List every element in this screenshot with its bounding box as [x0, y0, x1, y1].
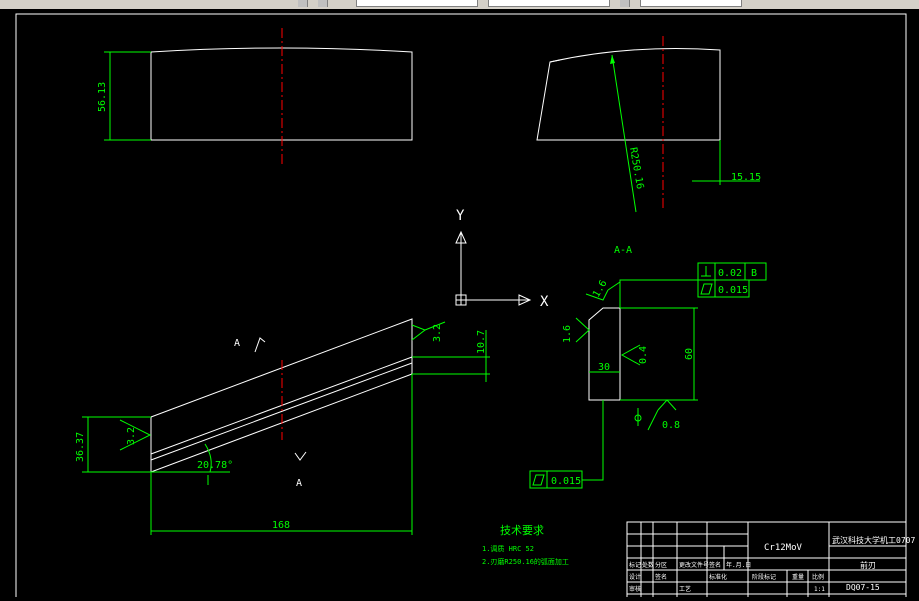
title-block[interactable]: Cr12MoV 武汉科技大学机工0707 前刃 DQ07-15 1:1 标记 处… [626, 521, 915, 601]
section-rough-top: 1.6 [591, 278, 610, 299]
tb-role-cell: 签名 [655, 573, 667, 581]
drawing-svg: 56.13 R250.16 15.15 Y X 36.37 [15, 13, 915, 601]
ucs-icon: Y X [455, 208, 549, 310]
tb-bottom-cell: 审核 [629, 585, 641, 593]
layer-dropdown[interactable] [356, 0, 478, 7]
perp-value: 0.02 [718, 268, 742, 279]
radius-arrow [610, 55, 615, 64]
tb-header-cell: 分区 [655, 561, 667, 569]
main-view[interactable]: 36.37 3.2 168 20.78° 10.7 3.2 A A [75, 318, 490, 535]
side-edge [549, 59, 561, 63]
thickness-dim: 36.37 [75, 432, 86, 462]
length-dim: 168 [272, 520, 290, 531]
offset-dim: 15.15 [731, 172, 761, 183]
drawing-canvas[interactable]: 56.13 R250.16 15.15 Y X 36.37 [0, 9, 919, 601]
angle-dim: 20.78° [197, 460, 233, 471]
tb-stage-cell: 阶段标记 [752, 573, 776, 581]
drawing-number: DQ07-15 [846, 583, 880, 592]
radius-leader [611, 54, 637, 213]
main-view-outline [150, 318, 413, 473]
school: 武汉科技大学机工0707 [832, 535, 915, 545]
tb-header-cell: 更改文件号 [679, 561, 709, 569]
front-view-outline [150, 47, 413, 141]
scale: 1:1 [814, 586, 825, 593]
tb-header-cell: 处数 [642, 561, 654, 569]
section-width-dim: 30 [598, 362, 610, 373]
section-hatch [588, 307, 621, 401]
section-view[interactable]: A-A 60 30 1.6 1.6 0.4 0.8 [562, 245, 698, 481]
flat-top-value: 0.015 [718, 285, 748, 296]
flatness-icon [532, 474, 545, 486]
toolbar-button[interactable] [620, 0, 630, 7]
toolbar-button[interactable] [298, 0, 308, 7]
flatness-icon [700, 283, 713, 295]
section-height-dim: 60 [684, 348, 695, 360]
section-mark-bottom: A [296, 478, 302, 489]
section-title: A-A [614, 245, 632, 256]
section-rough-left: 1.6 [562, 325, 573, 343]
tb-bottom-cell: 工艺 [679, 585, 691, 593]
front-view[interactable]: 56.13 [97, 28, 413, 165]
part-name: 前刃 [860, 560, 876, 570]
tb-stage-cell: 重量 [792, 573, 804, 581]
front-height-dim: 56.13 [97, 82, 108, 112]
drawing-frame [15, 13, 907, 601]
fcf-flatness-bottom[interactable]: 0.015 [529, 470, 583, 489]
toolbar-button[interactable] [318, 0, 328, 7]
linetype-dropdown[interactable] [488, 0, 610, 7]
fcf-flatness-top[interactable]: 0.015 [697, 279, 750, 298]
tb-stage-cell: 比例 [812, 573, 824, 581]
height-dim: 10.7 [476, 330, 487, 354]
section-rough-bottom: 0.8 [662, 420, 680, 431]
perp-datum: B [751, 268, 757, 279]
roughness-symbol-left [119, 419, 152, 451]
tb-header-cell: 年.月.日 [726, 561, 751, 569]
section-mark-top: A [234, 338, 240, 349]
lineweight-dropdown[interactable] [640, 0, 742, 7]
notes-title: 技术要求 [500, 524, 544, 537]
technical-notes: 技术要求 1.调质 HRC 52 2.刃磨R250.16的弧面加工 [482, 524, 569, 566]
roughness-left: 3.2 [126, 427, 137, 445]
roughness-right: 3.2 [432, 324, 443, 342]
notes-item-2: 2.刃磨R250.16的弧面加工 [482, 557, 569, 566]
flat-bottom-value: 0.015 [551, 476, 581, 487]
section-rough-inner: 0.4 [638, 346, 649, 364]
side-view[interactable]: R250.16 15.15 [536, 36, 761, 213]
tb-role-cell: 标准化 [709, 573, 727, 581]
tb-role-cell: 设计 [629, 573, 641, 581]
ucs-y-label: Y [456, 208, 465, 224]
fcf-perpendicularity[interactable]: 0.02 B [697, 262, 767, 281]
tb-header-cell: 标记 [629, 561, 641, 569]
fcf-leader-top [619, 279, 698, 308]
main-view-inner-edge-2 [150, 362, 413, 461]
material: Cr12MoV [764, 543, 803, 553]
tb-header-cell: 签名 [709, 561, 721, 569]
notes-item-1: 1.调质 HRC 52 [482, 544, 534, 553]
fcf-leader-bottom [582, 400, 604, 481]
side-view-outline [536, 48, 721, 141]
ucs-x-label: X [540, 294, 549, 310]
